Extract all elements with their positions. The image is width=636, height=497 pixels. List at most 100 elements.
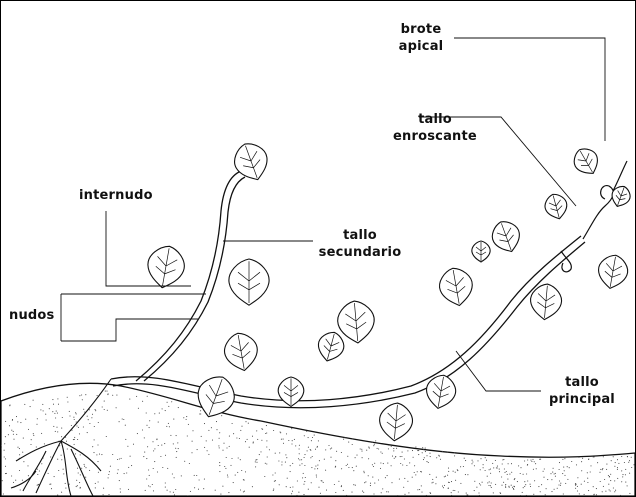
- soil-dot: [501, 485, 502, 486]
- soil-dot: [95, 483, 96, 484]
- soil-dot: [20, 422, 21, 423]
- soil-dot: [363, 492, 364, 493]
- soil-dot: [98, 472, 99, 473]
- soil-dot: [488, 485, 489, 486]
- soil-dot: [530, 460, 531, 461]
- soil-dot: [502, 463, 503, 464]
- soil-dot: [61, 455, 62, 456]
- soil-dot: [83, 409, 84, 410]
- soil-dot: [294, 439, 295, 440]
- soil-dot: [273, 430, 274, 431]
- soil-dot: [200, 410, 201, 411]
- soil-dot: [174, 494, 175, 495]
- soil-dot: [525, 484, 526, 485]
- soil-dot: [368, 447, 369, 448]
- soil-dot: [37, 418, 38, 419]
- soil-dot: [306, 431, 307, 432]
- soil-dot: [606, 464, 607, 465]
- soil-dot: [454, 490, 455, 491]
- leader-nudos: [61, 294, 206, 341]
- soil-dot: [38, 484, 39, 485]
- soil-dot: [321, 480, 322, 481]
- soil-dot: [504, 468, 505, 469]
- soil-dot: [219, 462, 220, 463]
- soil-dot: [373, 445, 374, 446]
- soil-dot: [245, 471, 246, 472]
- soil-dot: [247, 439, 248, 440]
- soil-dot: [77, 468, 78, 469]
- soil-dot: [603, 486, 604, 487]
- soil-dot: [266, 446, 267, 447]
- soil-dot: [600, 481, 601, 482]
- soil-dot: [522, 492, 523, 493]
- soil-dot: [409, 462, 410, 463]
- soil-dot: [9, 405, 10, 406]
- soil-dot: [304, 481, 305, 482]
- soil-dot: [581, 461, 582, 462]
- soil-dot: [353, 484, 354, 485]
- soil-dot: [44, 443, 45, 444]
- soil-dot: [527, 464, 528, 465]
- soil-dot: [33, 400, 34, 401]
- soil-dot: [211, 427, 212, 428]
- soil-dot: [303, 484, 304, 485]
- soil-dot: [341, 468, 342, 469]
- soil-dot: [53, 426, 54, 427]
- soil-dot: [165, 487, 166, 488]
- soil-dot: [301, 459, 302, 460]
- soil-dot: [530, 486, 531, 487]
- soil-dot: [58, 470, 59, 471]
- soil-dot: [415, 474, 416, 475]
- soil-dot: [146, 458, 147, 459]
- soil-dot: [406, 465, 407, 466]
- soil-dot: [346, 495, 347, 496]
- soil-dot: [104, 409, 105, 410]
- soil-dot: [116, 407, 117, 408]
- soil-dot: [106, 391, 107, 392]
- soil-dot: [559, 480, 560, 481]
- soil-dot: [407, 450, 408, 451]
- soil-dot: [235, 475, 236, 476]
- soil-dot: [534, 461, 535, 462]
- leaf: [222, 330, 261, 373]
- soil-dot: [445, 476, 446, 477]
- soil-dot: [392, 456, 393, 457]
- soil-dot: [602, 491, 603, 492]
- soil-dot: [347, 464, 348, 465]
- soil-dot: [227, 476, 228, 477]
- soil-dot: [412, 477, 413, 478]
- soil-dot: [199, 479, 200, 480]
- soil-dot: [157, 471, 158, 472]
- soil-dot: [578, 457, 579, 458]
- soil-dot: [57, 459, 58, 460]
- soil-dot: [444, 485, 445, 486]
- soil-dot: [279, 452, 280, 453]
- soil-dot: [489, 481, 490, 482]
- soil-dot: [279, 484, 280, 485]
- soil-dot: [514, 478, 515, 479]
- soil-dot: [124, 473, 125, 474]
- soil-dot: [403, 487, 404, 488]
- soil-dot: [20, 489, 21, 490]
- soil-dot: [524, 486, 525, 487]
- soil-dot: [629, 473, 630, 474]
- label-tallo-enroscante: tallo enroscante: [387, 111, 483, 145]
- soil-dot: [108, 393, 109, 394]
- soil-dot: [55, 417, 56, 418]
- soil-dot: [375, 440, 376, 441]
- soil-dot: [165, 455, 166, 456]
- soil-dot: [387, 463, 388, 464]
- soil-dot: [590, 471, 591, 472]
- soil-dot: [94, 426, 95, 427]
- soil-dot: [88, 419, 89, 420]
- soil-dot: [341, 452, 342, 453]
- soil-dot: [312, 456, 313, 457]
- soil-dot: [13, 482, 14, 483]
- leaf: [144, 243, 187, 291]
- soil-dot: [569, 467, 570, 468]
- soil-dot: [546, 488, 547, 489]
- soil-dot: [190, 491, 191, 492]
- soil-dot: [377, 448, 378, 449]
- soil-dot: [290, 471, 291, 472]
